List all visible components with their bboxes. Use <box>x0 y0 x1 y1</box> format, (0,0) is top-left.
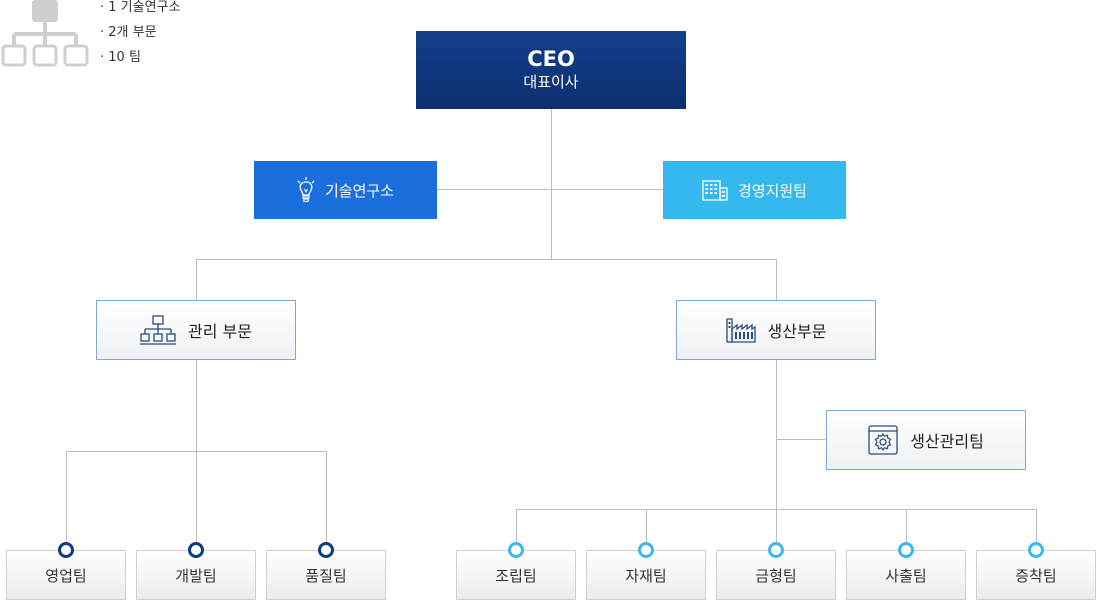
legend-item-lab: · 1 기술연구소 <box>100 0 181 15</box>
ceo-title: CEO <box>527 47 575 71</box>
team-label: 자재팀 <box>625 566 667 585</box>
production-mgmt-team-box[interactable]: 생산관리팀 <box>826 410 1026 470</box>
team-materials[interactable]: 자재팀 <box>586 550 706 600</box>
team-quality[interactable]: 품질팀 <box>266 550 386 600</box>
team-label: 영업팀 <box>45 566 87 585</box>
connector-prod-mgmt <box>776 439 826 440</box>
connector-mgmt-teams <box>66 451 327 452</box>
connector-ceo-trunk <box>551 109 552 260</box>
team-label: 조립팀 <box>495 566 537 585</box>
connector-dot <box>638 542 654 558</box>
connector-dot <box>58 542 74 558</box>
connector-prod-team-5 <box>1036 509 1037 550</box>
legend-org-icon <box>1 0 89 67</box>
support-label: 경영지원팀 <box>737 181 807 200</box>
connector-mgmt-team-3 <box>326 451 327 550</box>
connector-mgmt-trunk <box>196 360 197 550</box>
ceo-box[interactable]: CEO 대표이사 <box>416 31 686 109</box>
management-division-box[interactable]: 관리 부문 <box>96 300 296 360</box>
connector-prod-drop <box>776 259 777 300</box>
team-deposition[interactable]: 증착팀 <box>976 550 1096 600</box>
connector-staff <box>437 189 663 190</box>
production-division-label: 생산부문 <box>767 322 827 341</box>
connector-prod-trunk <box>776 360 777 550</box>
support-box[interactable]: 경영지원팀 <box>663 161 846 219</box>
team-label: 사출팀 <box>885 566 927 585</box>
gear-icon <box>868 425 898 455</box>
connector-dot <box>508 542 524 558</box>
team-mold[interactable]: 금형팀 <box>716 550 836 600</box>
ceo-subtitle: 대표이사 <box>523 73 579 91</box>
management-division-label: 관리 부문 <box>188 322 252 341</box>
team-assembly[interactable]: 조립팀 <box>456 550 576 600</box>
production-mgmt-team-label: 생산관리팀 <box>910 432 984 451</box>
lab-box[interactable]: 기술연구소 <box>254 161 437 219</box>
legend-item-divisions: · 2개 부문 <box>100 25 157 40</box>
connector-prod-team-1 <box>516 509 517 550</box>
connector-prod-team-4 <box>906 509 907 550</box>
team-label: 증착팀 <box>1015 566 1057 585</box>
connector-prod-teams <box>516 509 1037 510</box>
connector-dot <box>898 542 914 558</box>
connector-dot <box>1028 542 1044 558</box>
legend-item-teams: · 10 팀 <box>100 50 141 65</box>
connector-dot <box>188 542 204 558</box>
production-division-box[interactable]: 생산부문 <box>676 300 876 360</box>
connector-mgmt-drop <box>196 259 197 300</box>
org-chart-icon <box>140 315 177 345</box>
team-label: 개발팀 <box>175 566 217 585</box>
building-icon <box>702 180 728 201</box>
connector-mgmt-team-1 <box>66 451 67 550</box>
lab-label: 기술연구소 <box>324 181 394 200</box>
connector-dot <box>768 542 784 558</box>
connector-divisions <box>196 259 777 260</box>
team-label: 품질팀 <box>305 566 347 585</box>
connector-dot <box>318 542 334 558</box>
lightbulb-icon <box>297 177 315 202</box>
team-label: 금형팀 <box>755 566 797 585</box>
factory-icon <box>725 318 756 343</box>
connector-prod-team-2 <box>646 509 647 550</box>
